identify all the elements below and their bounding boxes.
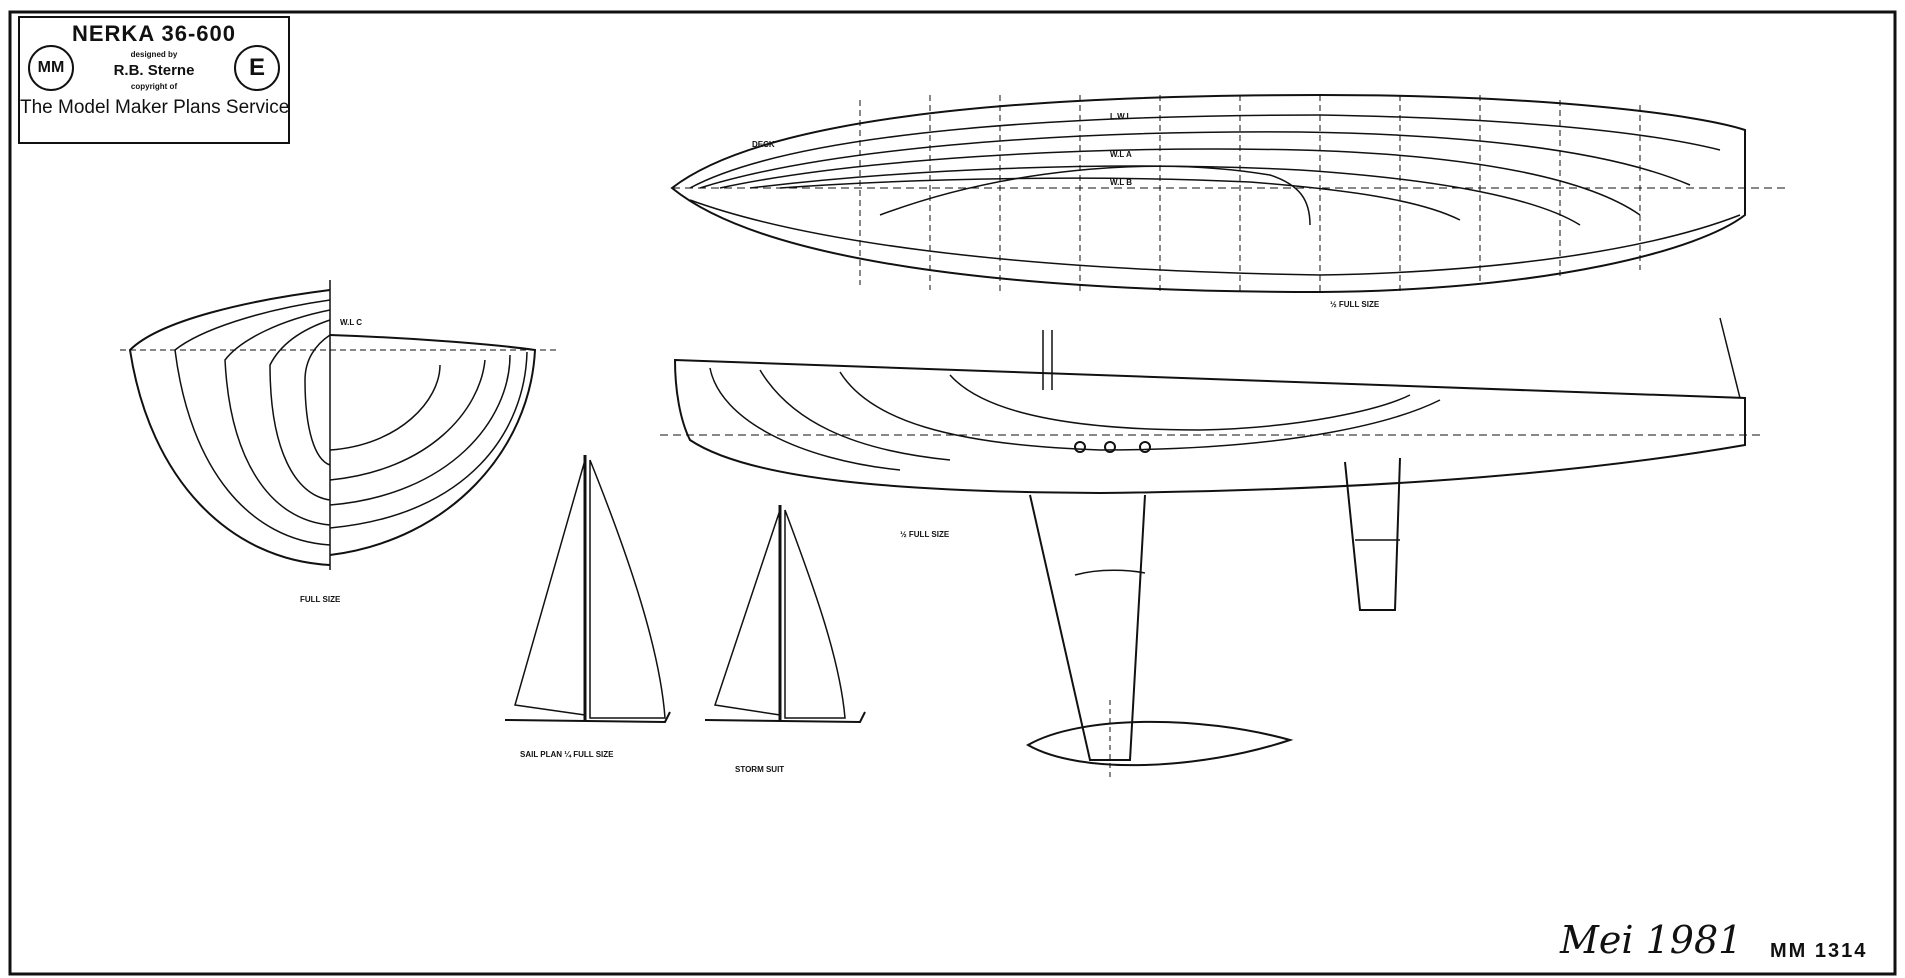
sections-scale-label: FULL SIZE (300, 595, 341, 604)
storm-suit-label: STORM SUIT (735, 765, 785, 774)
wl-c-label: W.L C (340, 318, 363, 327)
wl-b-label: W.L B (1110, 178, 1133, 187)
designed-by-label: designed by (130, 50, 178, 59)
designer-name: R.B. Sterne (113, 62, 195, 79)
sail-plan (504, 455, 866, 724)
hull-plan-view (670, 93, 1790, 294)
drawing-number: MM 1314 (1770, 940, 1868, 962)
e-logo: E (234, 45, 280, 91)
hull-profile (660, 317, 1760, 780)
drawing-border (8, 10, 1897, 976)
title-block: NERKA 36-600 designed by R.B. Sterne cop… (18, 16, 290, 144)
wl-a-label: W.L A (1110, 150, 1132, 159)
body-sections (120, 280, 560, 570)
profile-scale-label: ½ FULL SIZE (900, 530, 950, 539)
publisher-name: The Model Maker Plans Service (20, 97, 290, 118)
model-name: NERKA 36-600 (71, 21, 237, 46)
handwritten-date: Mei 1981 (1560, 918, 1743, 962)
copyright-label: copyright of (130, 82, 178, 91)
lwl-label: L.W.L (1110, 112, 1132, 121)
mm-logo: MM (28, 45, 74, 91)
plan-scale-label: ½ FULL SIZE (1330, 300, 1380, 309)
sail-plan-label: SAIL PLAN ¼ FULL SIZE (520, 750, 614, 759)
deck-label: DECK (752, 140, 775, 149)
